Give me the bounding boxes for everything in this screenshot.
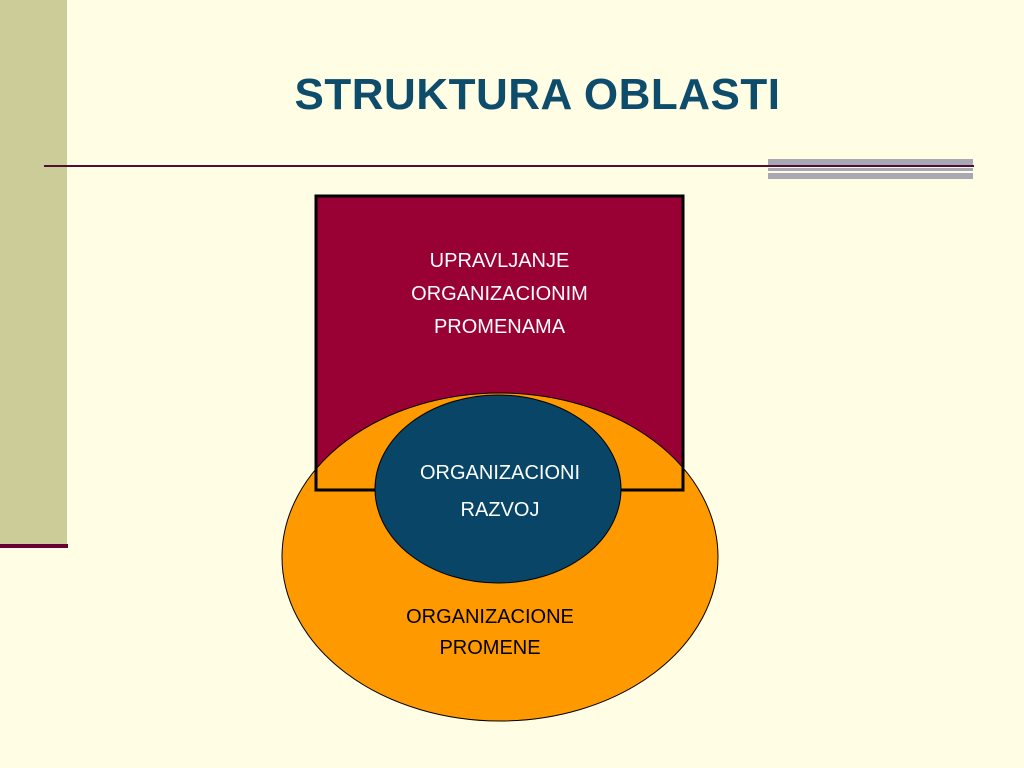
- upravljanje-line-2: ORGANIZACIONIM: [411, 283, 588, 305]
- slide-title: STRUKTURA OBLASTI: [294, 70, 781, 119]
- organizacione-promene-label: ORGANIZACIONE PROMENE: [340, 602, 640, 664]
- promene-line-1: ORGANIZACIONE: [406, 606, 574, 628]
- razvoj-line-2: RAZVOJ: [460, 499, 540, 521]
- sidebar-underline: [0, 544, 68, 548]
- upravljanje-line-1: UPRAVLJANJE: [429, 250, 570, 272]
- organizacioni-razvoj-label: ORGANIZACIONI RAZVOJ: [376, 455, 624, 529]
- divider-accent: [768, 159, 973, 179]
- title-divider: [44, 165, 974, 167]
- razvoj-line-1: ORGANIZACIONI: [419, 462, 580, 484]
- organizacioni-razvoj-circle: [374, 394, 622, 584]
- left-sidebar-bar: [0, 0, 67, 545]
- upravljanje-line-3: PROMENAMA: [433, 316, 566, 338]
- upravljanje-label: UPRAVLJANJE ORGANIZACIONIM PROMENAMA: [316, 245, 683, 344]
- promene-line-2: PROMENE: [439, 637, 541, 659]
